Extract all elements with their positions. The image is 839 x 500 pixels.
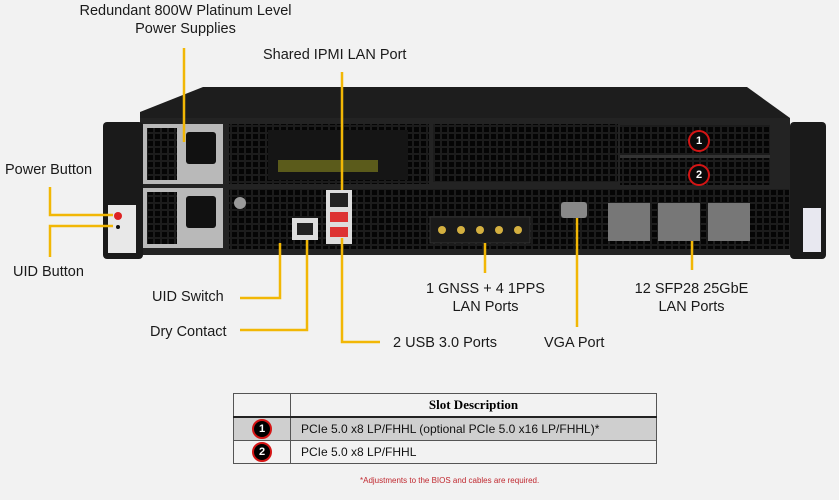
label-vga: VGA Port <box>544 335 605 351</box>
label-power-button: Power Button <box>5 162 93 178</box>
power-button <box>114 212 122 220</box>
header-slot-description: Slot Description <box>290 393 657 418</box>
supermicro-label <box>803 208 821 252</box>
uid-button <box>116 225 120 229</box>
label-line: 12 SFP28 25GbE <box>634 281 749 297</box>
table-row: 1 PCIe 5.0 x8 LP/FHHL (optional PCIe 5.0… <box>233 416 657 441</box>
usb-port-2 <box>330 227 348 237</box>
label-line: LAN Ports <box>658 299 725 315</box>
gnss-port <box>438 226 446 234</box>
ipmi-lan-port <box>330 193 348 207</box>
slot-badge: 1 <box>252 419 272 439</box>
slot-table-header: Slot Description <box>233 393 657 418</box>
slot-desc: PCIe 5.0 x8 LP/FHHL <box>290 440 657 464</box>
header-blank <box>233 393 291 418</box>
label-uid-switch: UID Switch <box>152 289 224 305</box>
psu-2-power-inlet <box>186 196 216 228</box>
pps-port-2 <box>476 226 484 234</box>
ground-screw <box>234 197 246 209</box>
pps-port-3 <box>495 226 503 234</box>
psu-1-power-inlet <box>186 132 216 164</box>
label-line: Power Supplies <box>135 21 236 37</box>
label-line: Redundant 800W Platinum Level <box>79 3 292 19</box>
label-power-supplies: Redundant 800W Platinum Level Power Supp… <box>72 2 299 38</box>
usb-port-1 <box>330 212 348 222</box>
sfp-cage-1 <box>608 203 650 241</box>
footnote: *Adjustments to the BIOS and cables are … <box>360 476 540 485</box>
label-ipmi: Shared IPMI LAN Port <box>263 47 407 63</box>
slot-badge: 2 <box>252 442 272 462</box>
label-gnss: 1 GNSS + 4 1PPS LAN Ports <box>418 280 553 316</box>
slot-callout-1: 1 <box>688 130 710 152</box>
label-usb: 2 USB 3.0 Ports <box>393 335 497 351</box>
leader-lines <box>48 48 694 344</box>
pps-port-1 <box>457 226 465 234</box>
label-dry-contact: Dry Contact <box>150 324 227 340</box>
sfp-cage-2 <box>658 203 700 241</box>
slot-table: Slot Description 1 PCIe 5.0 x8 LP/FHHL (… <box>233 393 657 464</box>
slot-desc: PCIe 5.0 x8 LP/FHHL (optional PCIe 5.0 x… <box>290 416 657 441</box>
label-uid-button: UID Button <box>13 264 84 280</box>
sfp-cage-3 <box>708 203 750 241</box>
table-row: 2 PCIe 5.0 x8 LP/FHHL <box>233 440 657 464</box>
label-line: 1 GNSS + 4 1PPS <box>426 281 545 297</box>
vga-port <box>561 202 587 218</box>
label-sfp: 12 SFP28 25GbE LAN Ports <box>629 280 754 316</box>
label-line: LAN Ports <box>452 299 519 315</box>
pps-port-4 <box>514 226 522 234</box>
control-panel <box>108 205 136 253</box>
slot-callout-2: 2 <box>688 164 710 186</box>
